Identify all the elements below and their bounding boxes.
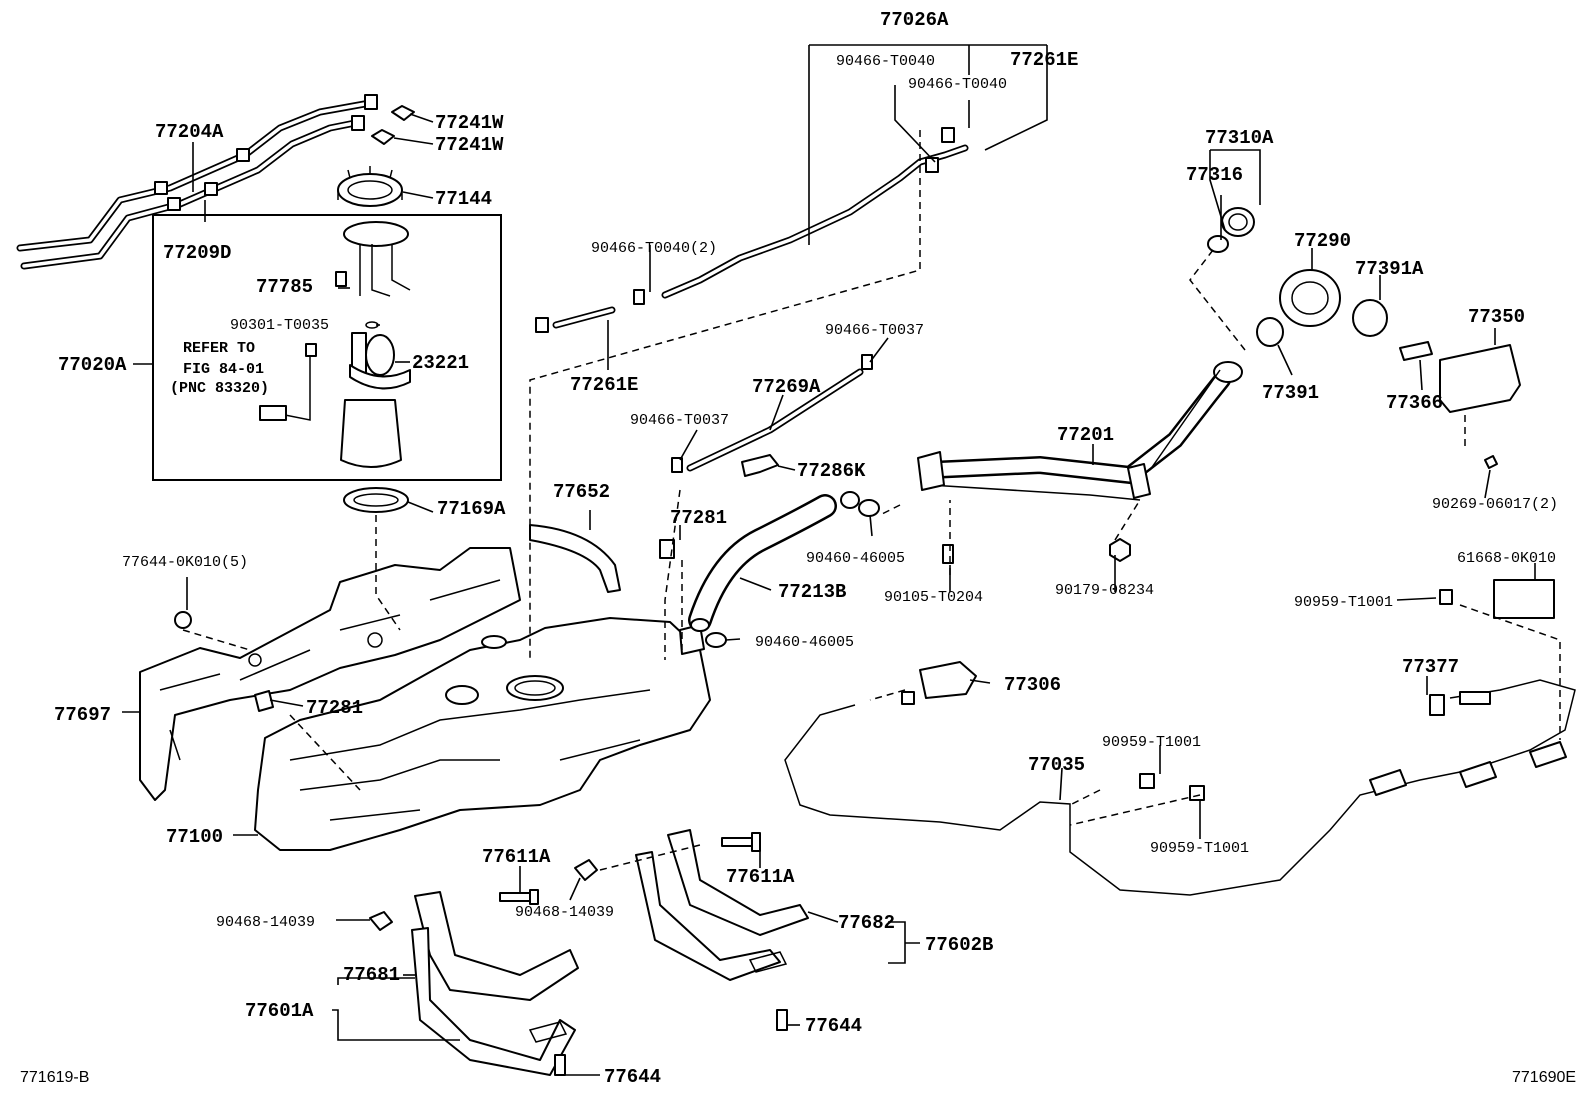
label-61668-0K010: 61668-0K010 [1457,550,1556,567]
filler-neck-77290-drawing [1256,269,1388,347]
note-line1: REFER TO [183,340,255,357]
note-line2: FIG 84-01 [183,361,264,378]
label-77391: 77391 [1262,382,1319,404]
label-77213B: 77213B [778,581,846,603]
label-90466-T0040-b: 90466-T0040 [908,76,1007,93]
label-77644-left: 77644 [604,1066,661,1088]
label-90466-T0040-2: 90466-T0040(2) [591,240,717,257]
heat-shield-77652-drawing [529,524,621,593]
label-77035: 77035 [1028,754,1085,776]
label-77350: 77350 [1468,306,1525,328]
label-77310A: 77310A [1205,127,1274,149]
fuel-line-77209D-drawing [20,115,365,270]
label-90468-14039-a: 90468-14039 [216,914,315,931]
label-77144: 77144 [435,188,492,210]
label-77209D: 77209D [163,242,231,264]
filler-pipe-77201-drawing [917,361,1243,501]
label-77201: 77201 [1057,424,1114,446]
label-90269-06017: 90269-06017(2) [1432,496,1558,513]
label-90959-T1001-a: 90959-T1001 [1294,594,1393,611]
opener-cable-77035-drawing [784,579,1576,896]
clips-77241W-drawing [371,105,415,145]
fuel-pump-module-box [152,214,502,481]
label-77281-top: 77281 [670,507,727,529]
label-77652: 77652 [553,481,610,503]
label-90301-T0035: 90301-T0035 [230,317,329,334]
label-77281-mid: 77281 [306,697,363,719]
label-77020A: 77020A [58,354,127,376]
label-90959-T1001-b: 90959-T1001 [1102,734,1201,751]
label-77611A-left: 77611A [482,846,551,868]
label-90460-46005-a: 90460-46005 [806,550,905,567]
label-77611A-right: 77611A [726,866,795,888]
strap-77602B-drawing [635,829,809,1031]
label-77366: 77366 [1386,392,1443,414]
label-77241W-a: 77241W [435,112,504,134]
dashed-guide-lines [182,130,1561,871]
label-90460-46005-b: 90460-46005 [755,634,854,651]
label-77377: 77377 [1402,656,1459,678]
fuel-pump-module-drawing [259,221,411,468]
filler-hose-77213B-drawing [688,491,860,632]
note-line3: (PNC 83320) [170,380,269,397]
label-90468-14039-b: 90468-14039 [515,904,614,921]
fuel-line-77204A-drawing [16,94,378,252]
label-77261E-mid: 77261E [570,374,638,396]
breather-tube-77261E-drawing [535,127,969,333]
label-77261E-top: 77261E [1010,49,1078,71]
label-90105-T0204: 90105-T0204 [884,589,983,606]
label-77269A: 77269A [752,376,821,398]
corner-code-right: 771690E [1512,1069,1576,1086]
label-90466-T0040-a: 90466-T0040 [836,53,935,70]
clips-90468-drawing [369,859,598,931]
label-77785: 77785 [256,276,313,298]
corner-code-left: 771619-B [20,1069,89,1086]
strap-77601A-drawing [411,891,579,1076]
label-77644-right: 77644 [805,1015,862,1037]
leader-lines [122,44,1536,1076]
nut-77644-0K010-drawing [174,611,192,629]
label-77316: 77316 [1186,164,1243,186]
label-77026A: 77026A [880,9,949,31]
fuel-cap-77310A-drawing [1207,207,1255,253]
clamps-90460-46005-drawing [705,499,880,648]
fuel-tank-77100-drawing [254,617,711,851]
label-77601A: 77601A [245,1000,314,1022]
bolts-77611A-drawing [499,832,761,905]
label-77697: 77697 [54,704,111,726]
label-77286K: 77286K [797,460,866,482]
label-77290: 77290 [1294,230,1351,252]
bolts-90105-90179-drawing [942,538,1131,564]
label-77169A: 77169A [437,498,506,520]
label-77681: 77681 [343,964,400,986]
label-77602B: 77602B [925,934,993,956]
label-90466-T0037-a: 90466-T0037 [825,322,924,339]
label-77241W-b: 77241W [435,134,504,156]
label-77100: 77100 [166,826,223,848]
part-labels: 77026A 90466-T0040 77261E 90466-T0040 77… [20,9,1576,1088]
lock-ring-77144-drawing [337,166,403,207]
clamp-77281-drawing [254,539,675,712]
fuel-door-77350-drawing [1399,341,1521,469]
label-90466-T0037-b: 90466-T0037 [630,412,729,429]
protector-77697-drawing [139,547,521,801]
label-90959-T1001-c: 90959-T1001 [1150,840,1249,857]
label-77644-0K010: 77644-0K010(5) [122,554,248,571]
label-77391A: 77391A [1355,258,1424,280]
label-23221: 23221 [412,352,469,374]
label-77306: 77306 [1004,674,1061,696]
label-77204A: 77204A [155,121,224,143]
label-90179-08234: 90179-08234 [1055,582,1154,599]
label-77682: 77682 [838,912,895,934]
gasket-77169A-drawing [343,487,409,513]
bracket-77286K-drawing [741,454,779,477]
